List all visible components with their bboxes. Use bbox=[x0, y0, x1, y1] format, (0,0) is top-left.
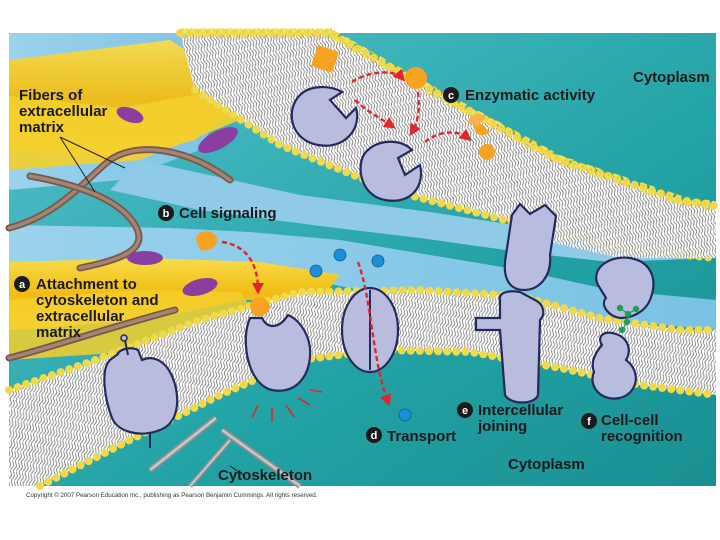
svg-text:Transport: Transport bbox=[387, 428, 456, 445]
svg-text:cytoskeleton and: cytoskeleton and bbox=[36, 292, 159, 309]
svg-text:Enzymatic activity: Enzymatic activity bbox=[465, 87, 596, 104]
label-cytoplasm-top: Cytoplasm bbox=[633, 69, 710, 86]
receptor-protein bbox=[246, 315, 310, 391]
svg-text:c: c bbox=[448, 90, 454, 102]
svg-text:a: a bbox=[19, 279, 26, 291]
enzyme-protein-2 bbox=[361, 142, 422, 201]
svg-text:d: d bbox=[371, 430, 378, 442]
label-cytoplasm-bottom: Cytoplasm bbox=[508, 456, 585, 473]
copyright-line: Copyright © 2007 Pearson Education Inc.,… bbox=[26, 492, 318, 499]
glycoprotein-upper bbox=[596, 258, 653, 318]
svg-text:Cell-cell: Cell-cell bbox=[601, 412, 659, 429]
svg-text:b: b bbox=[163, 208, 170, 220]
svg-text:Copyright © 2007 Pearson Educa: Copyright © 2007 Pearson Education Inc.,… bbox=[26, 492, 318, 499]
svg-text:matrix: matrix bbox=[36, 324, 82, 341]
svg-text:Attachment to: Attachment to bbox=[36, 276, 137, 293]
label-enzymatic: c Enzymatic activity bbox=[443, 87, 596, 104]
svg-text:Intercellular: Intercellular bbox=[478, 402, 563, 419]
svg-text:joining: joining bbox=[477, 418, 527, 435]
svg-text:extracellular: extracellular bbox=[19, 103, 108, 120]
svg-text:matrix: matrix bbox=[19, 119, 65, 136]
svg-text:f: f bbox=[587, 416, 591, 428]
svg-text:e: e bbox=[462, 405, 468, 417]
svg-text:Cytoplasm: Cytoplasm bbox=[508, 456, 585, 473]
svg-text:Cytoplasm: Cytoplasm bbox=[633, 69, 710, 86]
transport-channel bbox=[342, 288, 398, 372]
label-cytoskeleton: Cytoskeleton bbox=[218, 467, 312, 484]
svg-text:Cytoskeleton: Cytoskeleton bbox=[218, 467, 312, 484]
svg-text:Fibers of: Fibers of bbox=[19, 87, 83, 104]
svg-text:extracellular: extracellular bbox=[36, 308, 125, 325]
svg-text:Cell signaling: Cell signaling bbox=[179, 205, 277, 222]
svg-text:recognition: recognition bbox=[601, 428, 683, 445]
